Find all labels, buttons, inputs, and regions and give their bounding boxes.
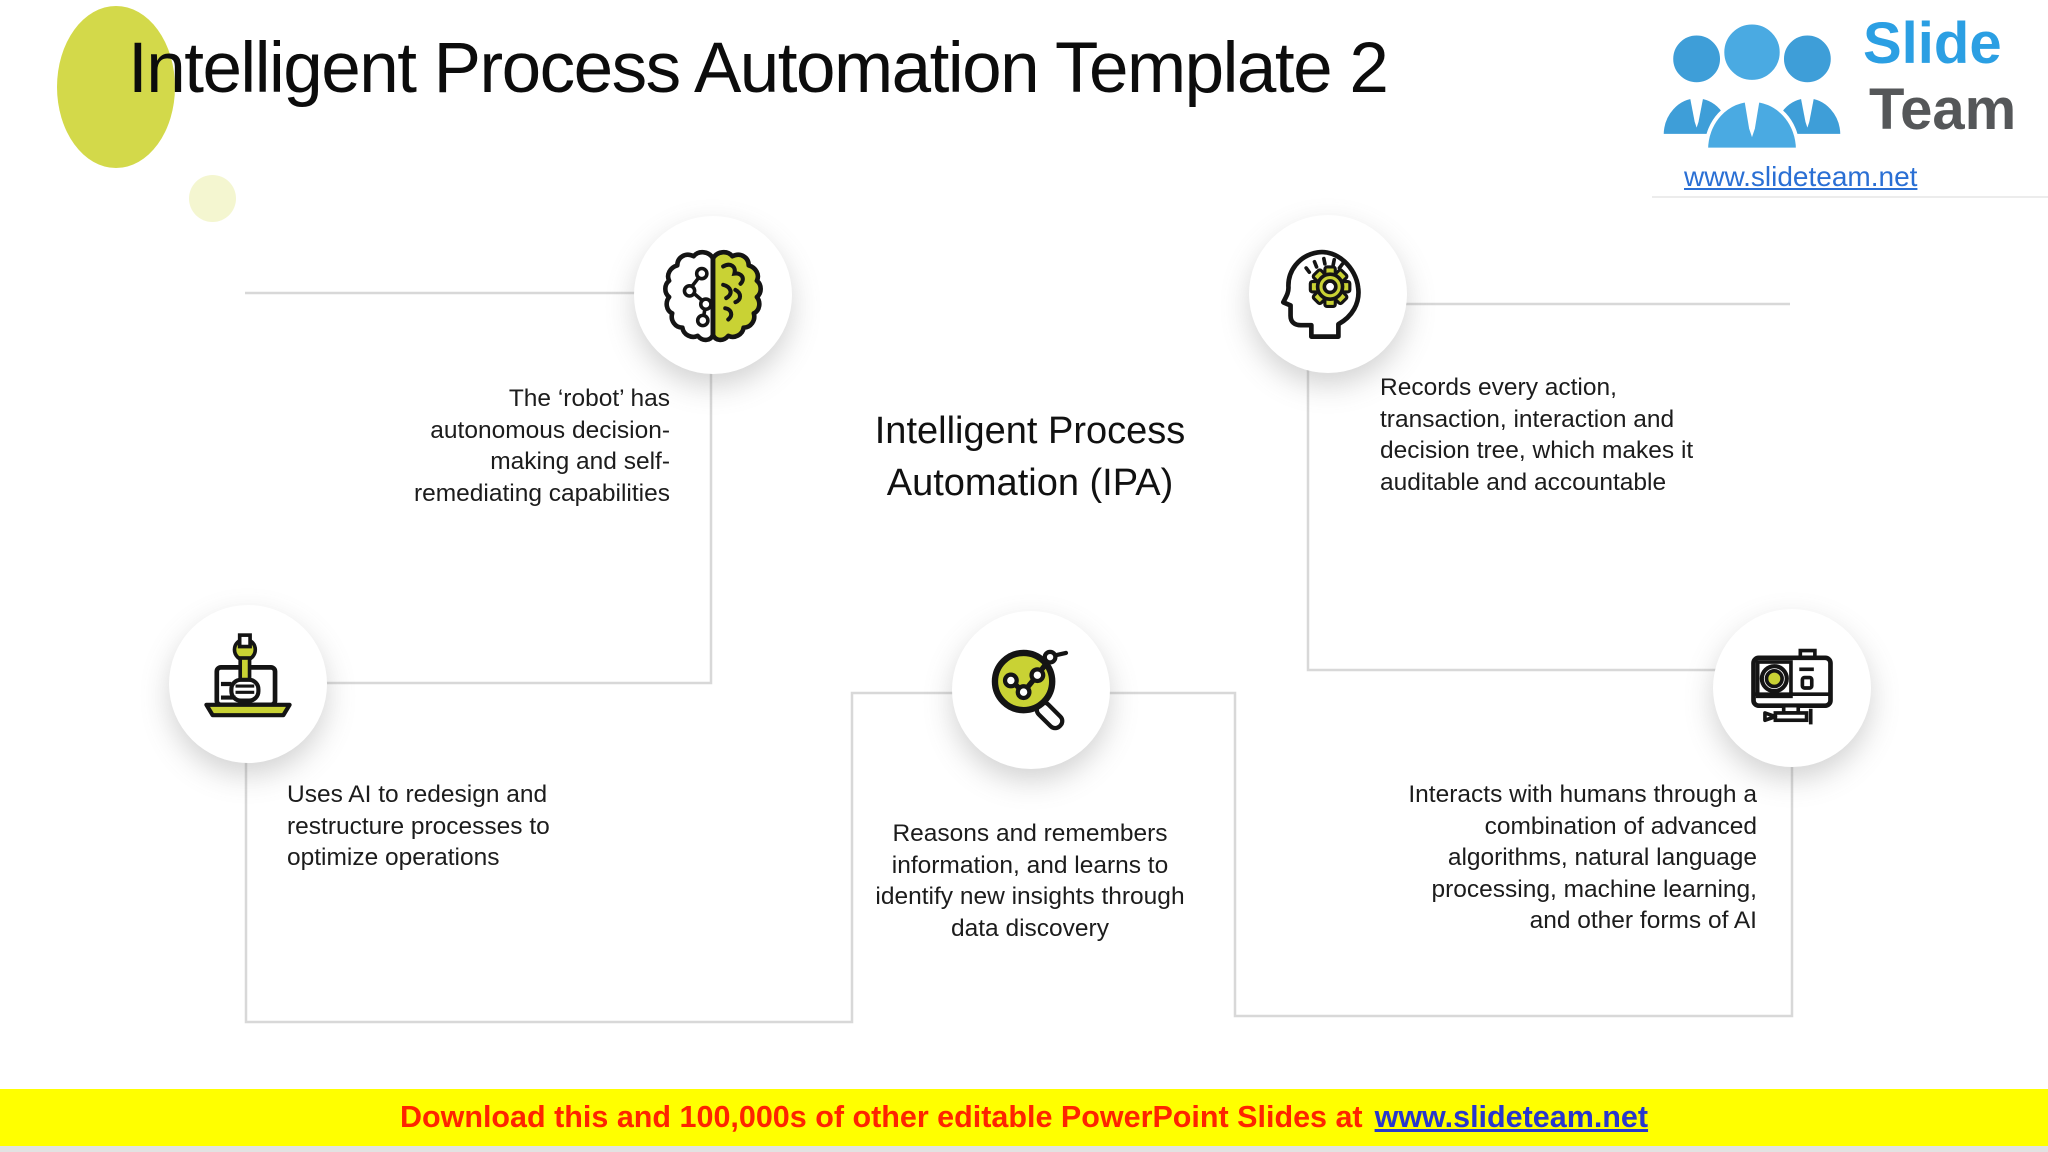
people-icon [1660,20,1844,152]
brain-node [634,216,792,374]
card-text-robot: The ‘robot’ has autonomous decision-maki… [413,385,670,507]
laptop-wrench-icon [204,633,292,718]
title-accent-dot [189,175,236,222]
camera-node [1713,609,1871,767]
download-banner: Download this and 100,000s of other edit… [0,1089,2048,1146]
card-text-redesign: Uses AI to redesign and restructure proc… [287,781,550,871]
action-camera-icon [1751,648,1833,725]
card-text-reasons: Reasons and remembers information, and l… [875,820,1185,942]
banner-text: Download this and 100,000s of other edit… [399,1100,1363,1134]
title-accent-circle [57,6,175,168]
logo-word-slide: Slide [1863,11,2002,76]
slideteam-logo: Slide Team www.slideteam.net [1650,8,2048,198]
card-text-interacts: Interacts with humans through a combinat… [1408,781,1757,934]
page-title: Intelligent Process Automation Template … [128,29,1389,108]
head-gear-node [1249,215,1407,373]
logo-divider-line [1652,196,2048,198]
bottom-edge-strip [0,1146,2048,1152]
logo-url-link[interactable]: www.slideteam.net [1684,161,1918,192]
magnifier-chart-icon [991,649,1069,731]
center-title: Intelligent Process Automation (IPA) [874,410,1186,504]
magnifier-node [952,611,1110,769]
banner-url-link[interactable]: www.slideteam.net [1374,1100,1649,1134]
laptop-wrench-node [169,605,327,763]
card-text-records: Records every action, transaction, inter… [1380,374,1694,496]
logo-word-team: Team [1869,77,2017,142]
head-gear-icon [1280,249,1361,339]
brain-circuit-icon [663,249,763,343]
